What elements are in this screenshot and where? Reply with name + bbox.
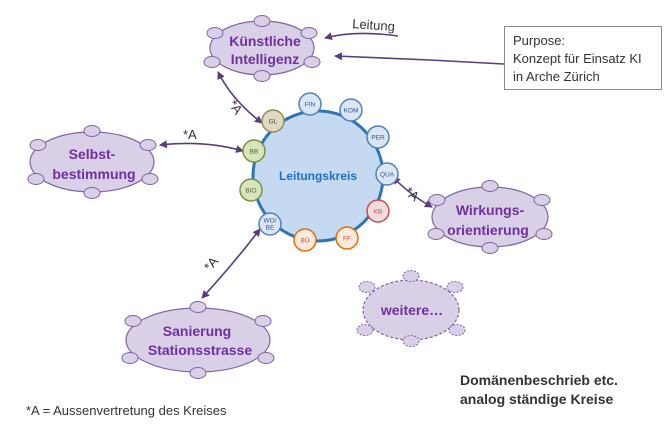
role-badge-gl: GL — [261, 109, 285, 133]
sb-label-line1: Selbst- — [69, 146, 116, 162]
role-badge-ff-circle — [335, 226, 359, 250]
a-label-sb: *A — [183, 127, 197, 142]
wo-label-line2: orientierung — [447, 222, 529, 238]
arrow-sb-bb — [159, 140, 244, 153]
role-badge-bio: BIO — [239, 178, 263, 202]
role-badge-qua: QUA — [375, 162, 399, 186]
role-badge-kb-label: KB — [374, 209, 383, 216]
role-badge-fin: FIN — [298, 92, 322, 116]
domain-note-line2: analog ständige Kreise — [460, 391, 614, 407]
footnote: *A = Aussenvertretung des Kreises — [26, 403, 227, 418]
purpose-line3: in Arche Zürich — [513, 69, 600, 84]
role-badge-qua-circle — [375, 162, 399, 186]
circle-sanierung-stationsstrasse: Sanierung Stationsstrasse — [121, 301, 275, 379]
san-label-line1: Sanierung — [163, 323, 231, 339]
a-label-wo: *A — [402, 184, 422, 205]
role-badge-wobe: WO/BE — [258, 212, 282, 236]
ki-label-line1: Künstliche — [229, 33, 301, 49]
role-badge-bu: BÜ — [293, 228, 317, 252]
role-badge-kb: KB — [366, 199, 390, 223]
role-badges: FIN KOM PER QUA KB FF BÜ WO/BE BIO BB GL — [239, 92, 399, 252]
leitungskreis: Leitungskreis — [251, 109, 385, 243]
role-badge-per: PER — [366, 125, 390, 149]
role-badge-bb: BB — [242, 139, 266, 163]
role-badge-bio-circle — [239, 178, 263, 202]
role-badge-wobe-label: BE — [266, 225, 275, 232]
san-label-line2: Stationsstrasse — [148, 342, 252, 358]
role-badge-bb-circle — [242, 139, 266, 163]
arrow-ki-gl — [217, 71, 263, 124]
role-badge-gl-circle — [261, 109, 285, 133]
role-badge-per-circle — [366, 125, 390, 149]
role-badge-bu-label: BÜ — [300, 237, 309, 245]
ki-label-line2: Intelligenz — [231, 51, 299, 67]
role-badge-bu-circle — [293, 228, 317, 252]
circle-wirkungsorientierung: Wirkungs- orientierung — [427, 180, 553, 254]
role-badge-bb-label: BB — [250, 149, 259, 156]
role-badge-wobe-label: WO/ — [264, 218, 277, 225]
domain-note: Domänenbeschrieb etc. analog ständige Kr… — [460, 371, 618, 409]
role-badge-wobe-circle — [258, 212, 282, 236]
role-badge-bio-label: BIO — [245, 188, 256, 195]
role-badge-qua-label: QUA — [380, 172, 395, 179]
arrow-leitung — [324, 32, 399, 41]
role-badge-kb-circle — [366, 199, 390, 223]
circle-kuenstliche-intelligenz: Künstliche Intelligenz — [203, 15, 321, 82]
a-label-san: *A — [201, 254, 222, 274]
circle-selbstbestimmung: Selbst- bestimmung — [27, 125, 159, 199]
leitungskreis-label: Leitungskreis — [279, 169, 357, 183]
role-badge-kom-label: KOM — [344, 108, 359, 115]
purpose-line2: Konzept für Einsatz KI — [513, 51, 642, 66]
leitung-label: Leitung — [352, 16, 396, 34]
a-label-ki: *A — [226, 97, 246, 117]
purpose-line1: Purpose: — [513, 33, 566, 48]
wo-label-line1: Wirkungs- — [456, 202, 525, 218]
role-badge-gl-label: GL — [269, 119, 278, 126]
arrow-wobe-san — [201, 228, 261, 299]
domain-note-line1: Domänenbeschrieb etc. — [460, 372, 618, 388]
sb-label-line2: bestimmung — [52, 166, 135, 182]
role-badge-fin-circle — [298, 92, 322, 116]
purpose-box: Purpose: Konzept für Einsatz KI in Arche… — [504, 26, 662, 90]
weitere-label: weitere… — [380, 302, 443, 318]
arrow-purpose — [334, 52, 505, 65]
circle-weitere: weitere… — [356, 270, 466, 347]
role-badge-ff: FF — [335, 226, 359, 250]
role-badge-fin-label: FIN — [305, 102, 316, 109]
role-badge-ff-label: FF — [343, 236, 351, 243]
role-badge-per-label: PER — [371, 135, 385, 142]
role-badge-kom-circle — [339, 98, 363, 122]
role-badge-kom: KOM — [339, 98, 363, 122]
